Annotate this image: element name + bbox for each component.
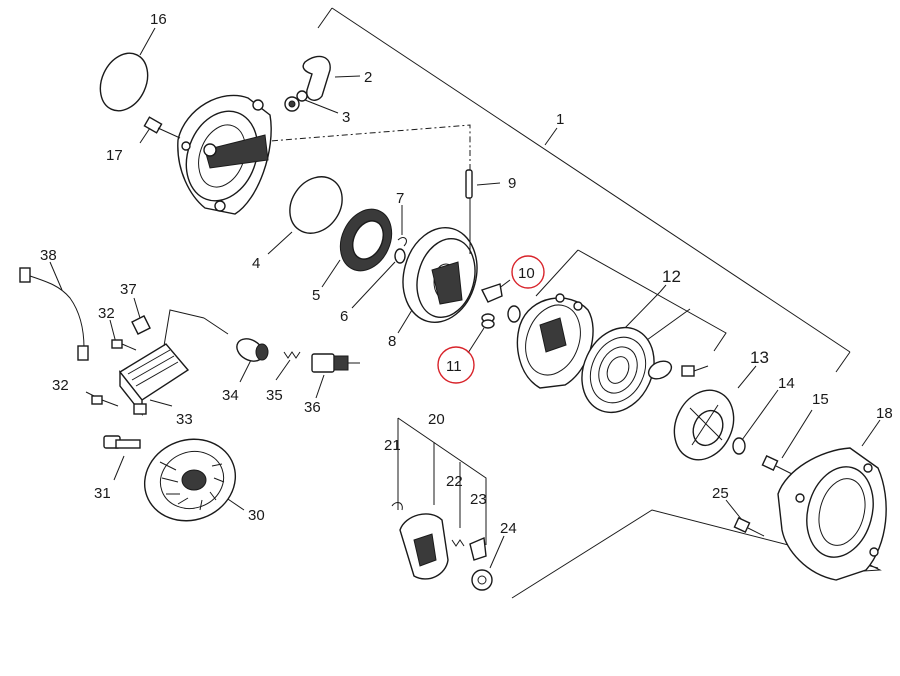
label-17: 17 xyxy=(106,147,123,164)
screw-25 xyxy=(733,517,765,537)
clip-7 xyxy=(397,237,407,247)
label-33: 33 xyxy=(176,411,193,428)
label-22: 22 xyxy=(446,473,463,490)
label-6: 6 xyxy=(340,308,348,325)
grommet xyxy=(131,315,151,335)
spring-coil xyxy=(339,208,393,272)
spiral-spring xyxy=(581,326,655,414)
ignition-coil xyxy=(118,309,229,417)
washer-14 xyxy=(732,437,746,455)
spark-plug xyxy=(311,353,360,373)
label-25: 25 xyxy=(712,485,729,502)
fan-cover xyxy=(777,447,887,581)
label-38: 38 xyxy=(40,247,57,264)
nut-24 xyxy=(471,569,493,591)
label-1: 1 xyxy=(556,111,564,128)
label-9: 9 xyxy=(508,175,516,192)
label-32-upper: 32 xyxy=(98,305,115,322)
pawl-spring xyxy=(481,313,495,329)
starter-handle xyxy=(302,55,331,101)
label-8: 8 xyxy=(388,333,396,350)
label-20: 20 xyxy=(428,411,445,428)
label-16: 16 xyxy=(150,11,167,28)
label-15: 15 xyxy=(812,391,829,408)
label-2: 2 xyxy=(364,69,372,86)
screw-32-lower xyxy=(91,395,119,407)
label-23: 23 xyxy=(470,491,487,508)
spring-cover xyxy=(647,360,673,380)
label-37: 37 xyxy=(120,281,137,298)
boot-spring xyxy=(283,351,301,359)
screw-32-upper xyxy=(111,339,137,351)
ratchet-plate xyxy=(399,513,449,580)
label-36: 36 xyxy=(304,399,321,416)
wire-harness xyxy=(19,267,89,361)
label-12: 12 xyxy=(662,267,681,286)
clip-21 xyxy=(391,502,403,511)
washer-plate xyxy=(289,176,343,234)
label-32-lower: 32 xyxy=(52,377,69,394)
label-14: 14 xyxy=(778,375,795,392)
starter-housing xyxy=(177,94,272,215)
screw-12 xyxy=(681,365,709,377)
label-13: 13 xyxy=(750,348,769,367)
label-10: 10 xyxy=(518,265,535,282)
label-7: 7 xyxy=(396,190,404,207)
label-35: 35 xyxy=(266,387,283,404)
plug-boot xyxy=(236,338,269,362)
bolt-17 xyxy=(143,116,181,139)
starter-plate xyxy=(673,389,735,461)
label-11: 11 xyxy=(446,358,462,375)
label-18: 18 xyxy=(876,405,893,422)
screw-15 xyxy=(761,455,793,475)
label-30: 30 xyxy=(248,507,265,524)
recoil-reel-set xyxy=(507,293,594,389)
label-34: 34 xyxy=(222,387,239,404)
pawl xyxy=(481,283,503,303)
o-ring xyxy=(99,52,149,112)
label-3: 3 xyxy=(342,109,350,126)
pulley xyxy=(402,227,478,323)
nut-washer xyxy=(284,90,308,112)
label-31: 31 xyxy=(94,485,111,502)
ratchet-spring xyxy=(451,539,465,547)
callout-labels: 16 2 3 1 17 9 7 4 5 6 8 10 11 12 13 14 1… xyxy=(40,11,893,537)
highlight-ring-11 xyxy=(437,346,475,384)
small-washer xyxy=(394,248,406,264)
highlight-ring-10 xyxy=(511,255,545,289)
label-21: 21 xyxy=(384,437,401,454)
label-24: 24 xyxy=(500,520,517,537)
pin-9 xyxy=(465,169,473,199)
label-5: 5 xyxy=(312,287,320,304)
ratchet-pawl xyxy=(469,536,487,561)
flywheel xyxy=(143,438,237,522)
label-4: 4 xyxy=(252,255,260,272)
bolt-31 xyxy=(103,435,141,449)
